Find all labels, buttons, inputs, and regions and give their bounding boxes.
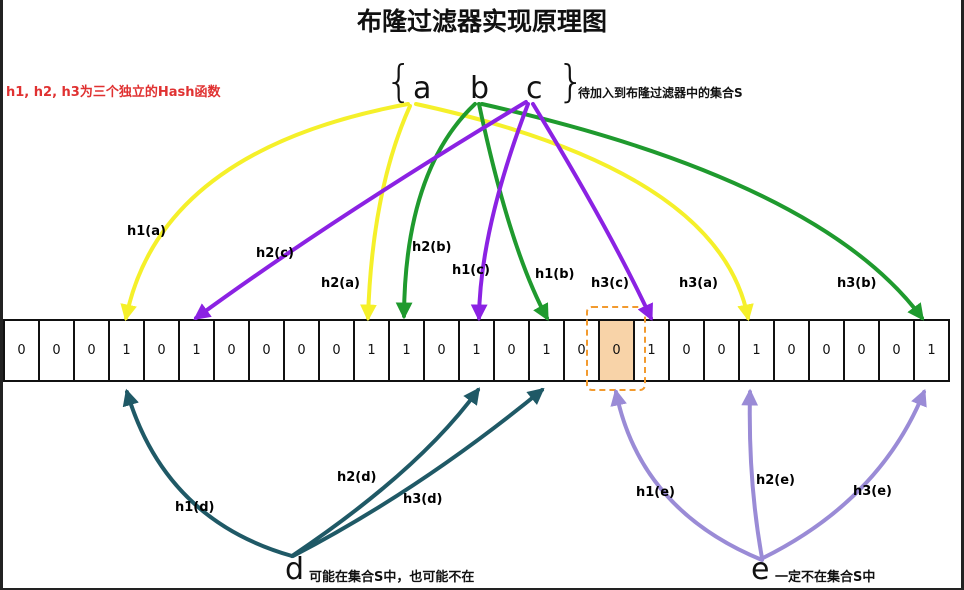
bit-cell: 0 bbox=[318, 319, 353, 382]
element-c: c bbox=[526, 71, 543, 106]
bit-cell: 0 bbox=[773, 319, 808, 382]
bit-cell: 0 bbox=[703, 319, 738, 382]
bit-cell: 1 bbox=[528, 319, 563, 382]
bit-cell: 0 bbox=[808, 319, 843, 382]
arrow-h1e bbox=[610, 388, 764, 562]
bit-cell: 0 bbox=[843, 319, 878, 382]
bit-cell: 1 bbox=[738, 319, 773, 382]
bit-cell: 0 bbox=[598, 319, 633, 382]
arrow-h1d bbox=[122, 388, 294, 558]
query-d-desc: 可能在集合S中，也可能不在 bbox=[309, 570, 475, 585]
label-h3c: h3(c) bbox=[591, 276, 629, 291]
label-h1e: h1(e) bbox=[636, 485, 675, 500]
arrow-h1a bbox=[120, 102, 410, 322]
bit-cell: 0 bbox=[213, 319, 248, 382]
page-title: 布隆过滤器实现原理图 bbox=[356, 7, 607, 36]
arrow-h2a bbox=[360, 104, 412, 322]
arrow-h3d bbox=[291, 387, 545, 558]
arrow-h1c bbox=[470, 102, 530, 322]
label-h2a: h2(a) bbox=[321, 276, 360, 291]
label-h3a: h3(a) bbox=[679, 276, 718, 291]
bit-cell: 1 bbox=[178, 319, 213, 382]
arrow-h2b bbox=[395, 102, 477, 320]
bit-cell: 0 bbox=[143, 319, 178, 382]
label-h1d: h1(d) bbox=[175, 500, 215, 515]
element-b: b bbox=[470, 71, 490, 106]
hash-functions-note: h1, h2, h3为三个独立的Hash函数 bbox=[6, 85, 221, 100]
bit-cell: 1 bbox=[388, 319, 423, 382]
label-h1a: h1(a) bbox=[127, 224, 166, 239]
arrow-h3e bbox=[761, 388, 927, 560]
bit-cell: 0 bbox=[668, 319, 703, 382]
bit-cell: 1 bbox=[913, 319, 950, 382]
query-d: d bbox=[285, 552, 305, 587]
set-description: 待加入到布隆过滤器中的集合S bbox=[578, 86, 743, 100]
bit-cell: 0 bbox=[563, 319, 598, 382]
query-e: e bbox=[751, 552, 770, 587]
label-h3b: h3(b) bbox=[837, 276, 877, 291]
arrow-h3c bbox=[531, 102, 653, 322]
label-h1b: h1(b) bbox=[535, 267, 575, 282]
label-h3d: h3(d) bbox=[403, 492, 443, 507]
element-a: a bbox=[413, 71, 432, 106]
bit-cell: 0 bbox=[73, 319, 108, 382]
label-h2e: h2(e) bbox=[756, 473, 795, 488]
bit-cell: 1 bbox=[108, 319, 143, 382]
arrow-h2d bbox=[290, 387, 480, 558]
bit-cell: 0 bbox=[283, 319, 318, 382]
bit-cell: 0 bbox=[878, 319, 913, 382]
bit-cell: 1 bbox=[633, 319, 668, 382]
right-brace: } bbox=[557, 56, 585, 107]
bit-cell: 0 bbox=[493, 319, 528, 382]
query-e-desc: 一定不在集合S中 bbox=[775, 570, 876, 585]
arrow-h1b bbox=[477, 102, 549, 321]
bit-cell: 0 bbox=[38, 319, 73, 382]
arrow-h2c bbox=[193, 100, 528, 320]
label-h2d: h2(d) bbox=[337, 470, 377, 485]
arrow-h3b bbox=[480, 102, 924, 321]
bit-cell: 0 bbox=[248, 319, 283, 382]
bit-cell: 0 bbox=[3, 319, 38, 382]
bit-cell: 0 bbox=[423, 319, 458, 382]
left-brace: { bbox=[385, 56, 413, 107]
label-h2c: h2(c) bbox=[256, 246, 294, 261]
arrow-h2e bbox=[741, 388, 764, 560]
label-h1c: h1(c) bbox=[452, 263, 490, 278]
label-h2b: h2(b) bbox=[412, 240, 452, 255]
label-h3e: h3(e) bbox=[853, 484, 892, 499]
